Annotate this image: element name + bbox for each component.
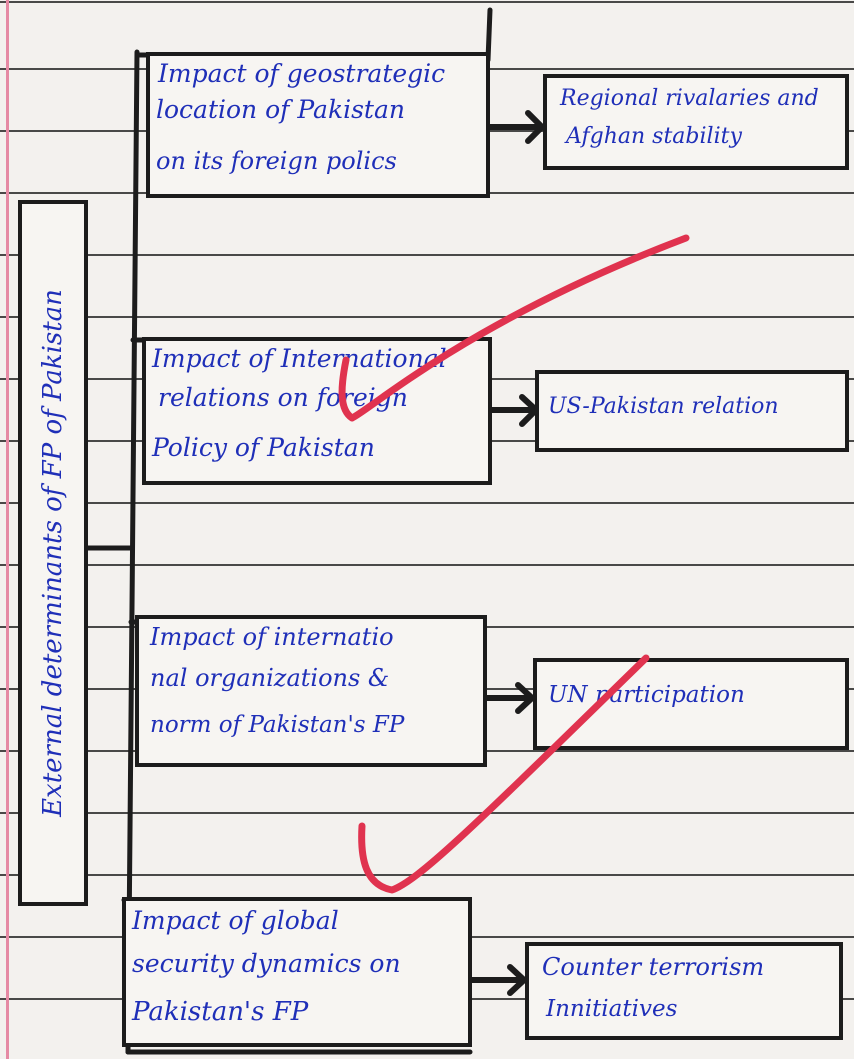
branch-4-line-1: Impact of global	[132, 906, 339, 935]
branch-box-3	[135, 615, 487, 767]
arrow-1-head	[525, 110, 545, 144]
branch-3-line-1: Impact of internatio	[150, 623, 394, 651]
branch-1-line-1: Impact of geostrategic	[158, 59, 446, 88]
arrow-3-head	[515, 682, 535, 714]
branch-3-line-3: norm of Pakistan's FP	[150, 712, 405, 738]
branch-1-line-3: on its foreign polics	[156, 147, 397, 175]
branch-4-line-2: security dynamics on	[132, 949, 401, 978]
branch-4-line-3: Pakistan's FP	[132, 997, 309, 1027]
result-4-line-1: Counter terrorism	[542, 953, 765, 981]
result-4-line-2: Innitiatives	[546, 996, 678, 1022]
arrow-4-head	[507, 964, 527, 996]
red-check-mark-2	[358, 654, 650, 894]
result-box-2	[535, 370, 849, 452]
branch-3-line-2: nal organizations &	[150, 664, 390, 692]
branch-2-line-3: Policy of Pakistan	[152, 433, 375, 462]
branch-box-1	[146, 52, 490, 198]
margin-line	[6, 0, 9, 1059]
result-box-4	[525, 942, 843, 1040]
branch-1-line-2: location of Pakistan	[156, 95, 405, 124]
root-box	[18, 200, 88, 906]
result-2-line-1: US-Pakistan relation	[548, 394, 779, 419]
branch-2-line-1: Impact of International	[152, 344, 447, 373]
top-stub-line	[485, 7, 493, 63]
trunk-line	[125, 49, 140, 1055]
result-1-line-1: Regional rivalaries and	[560, 86, 819, 111]
result-box-1	[543, 74, 849, 170]
result-3-line-1: UN participation	[548, 682, 745, 708]
branch-box-4	[122, 897, 472, 1047]
result-1-line-2: Afghan stability	[566, 124, 742, 149]
result-box-3	[533, 658, 849, 750]
red-check-mark-1	[338, 234, 690, 422]
